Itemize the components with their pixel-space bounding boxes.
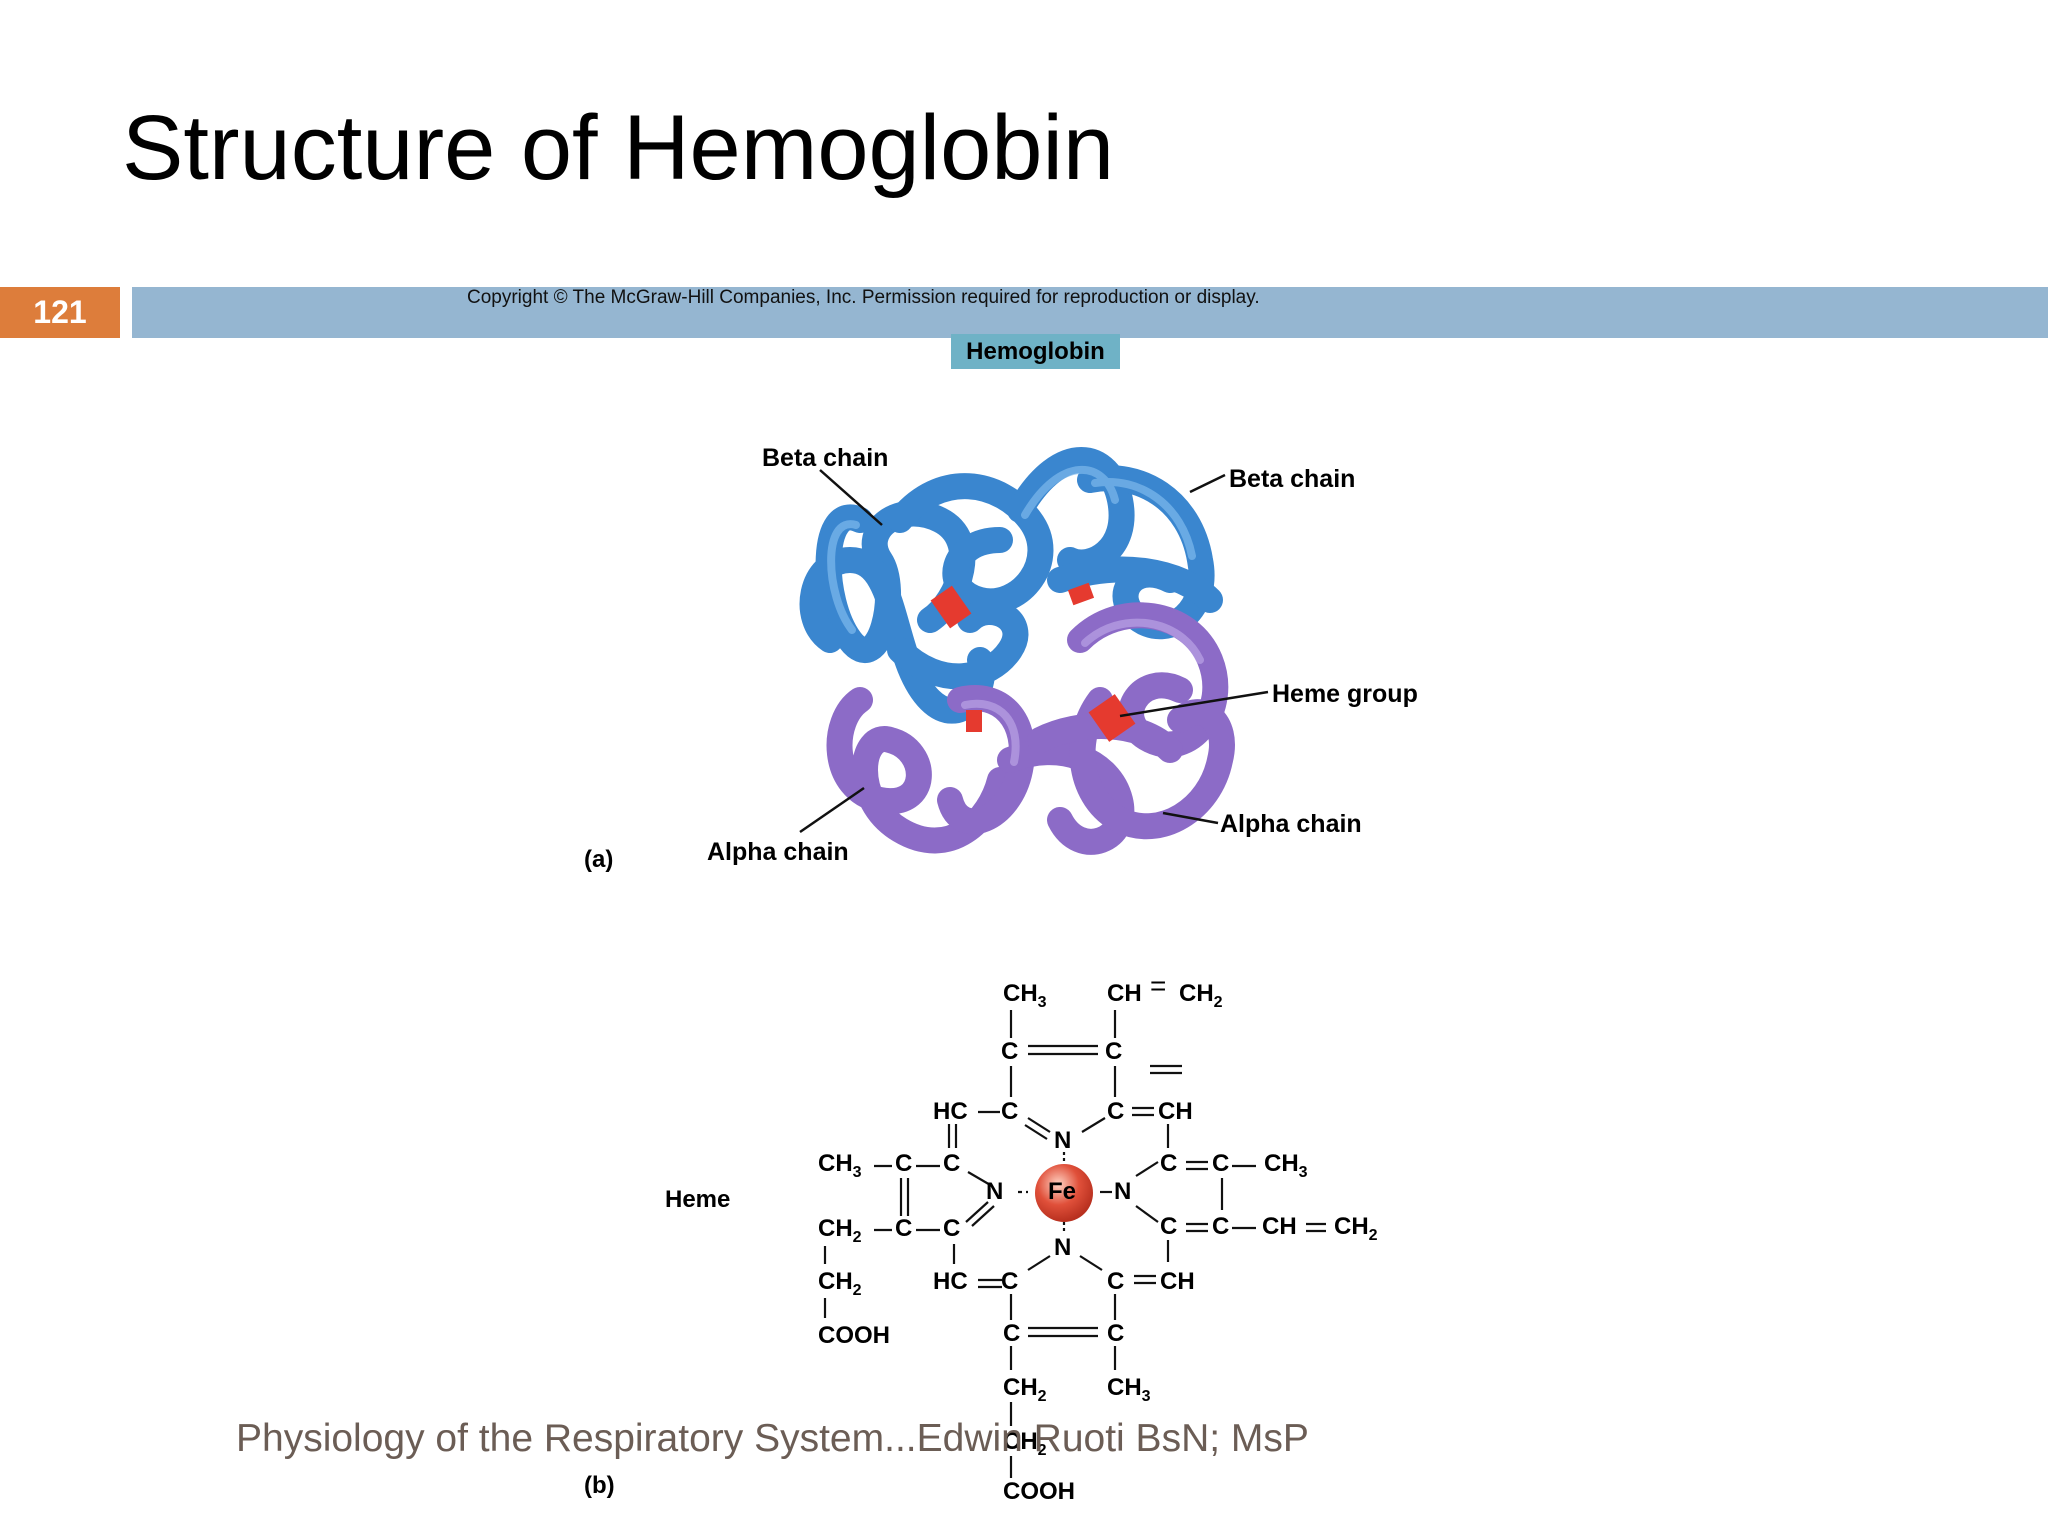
nitrogen-top: N [1054,1127,1072,1154]
bonds [823,1010,1326,1478]
alpha-chains [826,602,1235,855]
beta-chain-right-label: Beta chain [1229,465,1356,493]
ch3-top-left: CH3 [1003,980,1047,1011]
alpha-chain-right-label: Alpha chain [1220,810,1362,838]
ch3-left: CH3 [818,1150,862,1181]
hc-top: HC [933,1098,968,1125]
alpha-chain-highlights [961,618,1204,766]
carbon-left-2: C [943,1150,961,1177]
slide-title: Structure of Hemoglobin [122,97,1115,199]
nitrogen-left: N [986,1178,1004,1205]
slide-footer: Physiology of the Respiratory System...E… [236,1417,1309,1460]
carbon-top-alpha-right: C [1107,1098,1125,1125]
iron-atom [1035,1164,1093,1222]
panel-a-label: (a) [584,846,614,873]
carbon-top-left: C [1001,1038,1019,1065]
ch-top-right: CH [1158,1098,1193,1125]
heme-group-label: Heme group [1272,680,1418,708]
double-bond-symbol: = [1150,970,1167,1001]
carbon-left-1: C [895,1150,913,1177]
carbon-right-4: C [1212,1213,1230,1240]
copyright-notice: Copyright © The McGraw-Hill Companies, I… [467,287,1260,308]
iron-symbol: Fe [1048,1178,1077,1205]
vinyl-right-ch2: CH2 [1334,1213,1378,1244]
cooh-bottom: COOH [1003,1478,1075,1505]
nitrogen-bottom: N [1054,1234,1072,1261]
ch3-right: CH3 [1264,1150,1308,1181]
beta-chain-highlights [827,465,1196,634]
panel-b-label: (b) [584,1472,615,1499]
header-bar [132,287,2048,338]
alpha-chain-left-label: Alpha chain [707,838,849,866]
vinyl-right-ch: CH [1262,1213,1297,1240]
ch2-left-1: CH2 [818,1215,862,1246]
heme-groups [930,582,1136,742]
figure-heading: Hemoglobin [951,334,1120,369]
carbon-bottom-right: C [1107,1320,1125,1347]
vinyl-top-ch2: CH2 [1179,980,1223,1011]
hc-bottom: HC [933,1268,968,1295]
carbon-bottom-alpha-right: C [1107,1268,1125,1295]
carbon-top-alpha-left: C [1001,1098,1019,1125]
nitrogen-right: N [1114,1178,1132,1205]
carbon-right-1: C [1160,1150,1178,1177]
leader-lines [799,469,1269,834]
cooh-left: COOH [818,1322,890,1349]
carbon-right-2: C [1212,1150,1230,1177]
page-number: 121 [0,287,120,338]
vinyl-top-ch: CH [1107,980,1142,1007]
carbon-bottom-left: C [1003,1320,1021,1347]
heme-label: Heme [665,1186,731,1213]
carbon-right-3: C [1160,1213,1178,1240]
beta-chain-left-label: Beta chain [762,444,889,472]
ch2-bottom-2: CH2 [1003,1428,1047,1459]
carbon-left-3: C [895,1215,913,1242]
ch2-bottom-1: CH2 [1003,1374,1047,1405]
ch2-left-2: CH2 [818,1268,862,1299]
ch3-bottom: CH3 [1107,1374,1151,1405]
carbon-top-right: C [1105,1038,1123,1065]
carbon-left-4: C [943,1215,961,1242]
ch-bottom-right: CH [1160,1268,1195,1295]
carbon-bottom-alpha-left: C [1001,1268,1019,1295]
